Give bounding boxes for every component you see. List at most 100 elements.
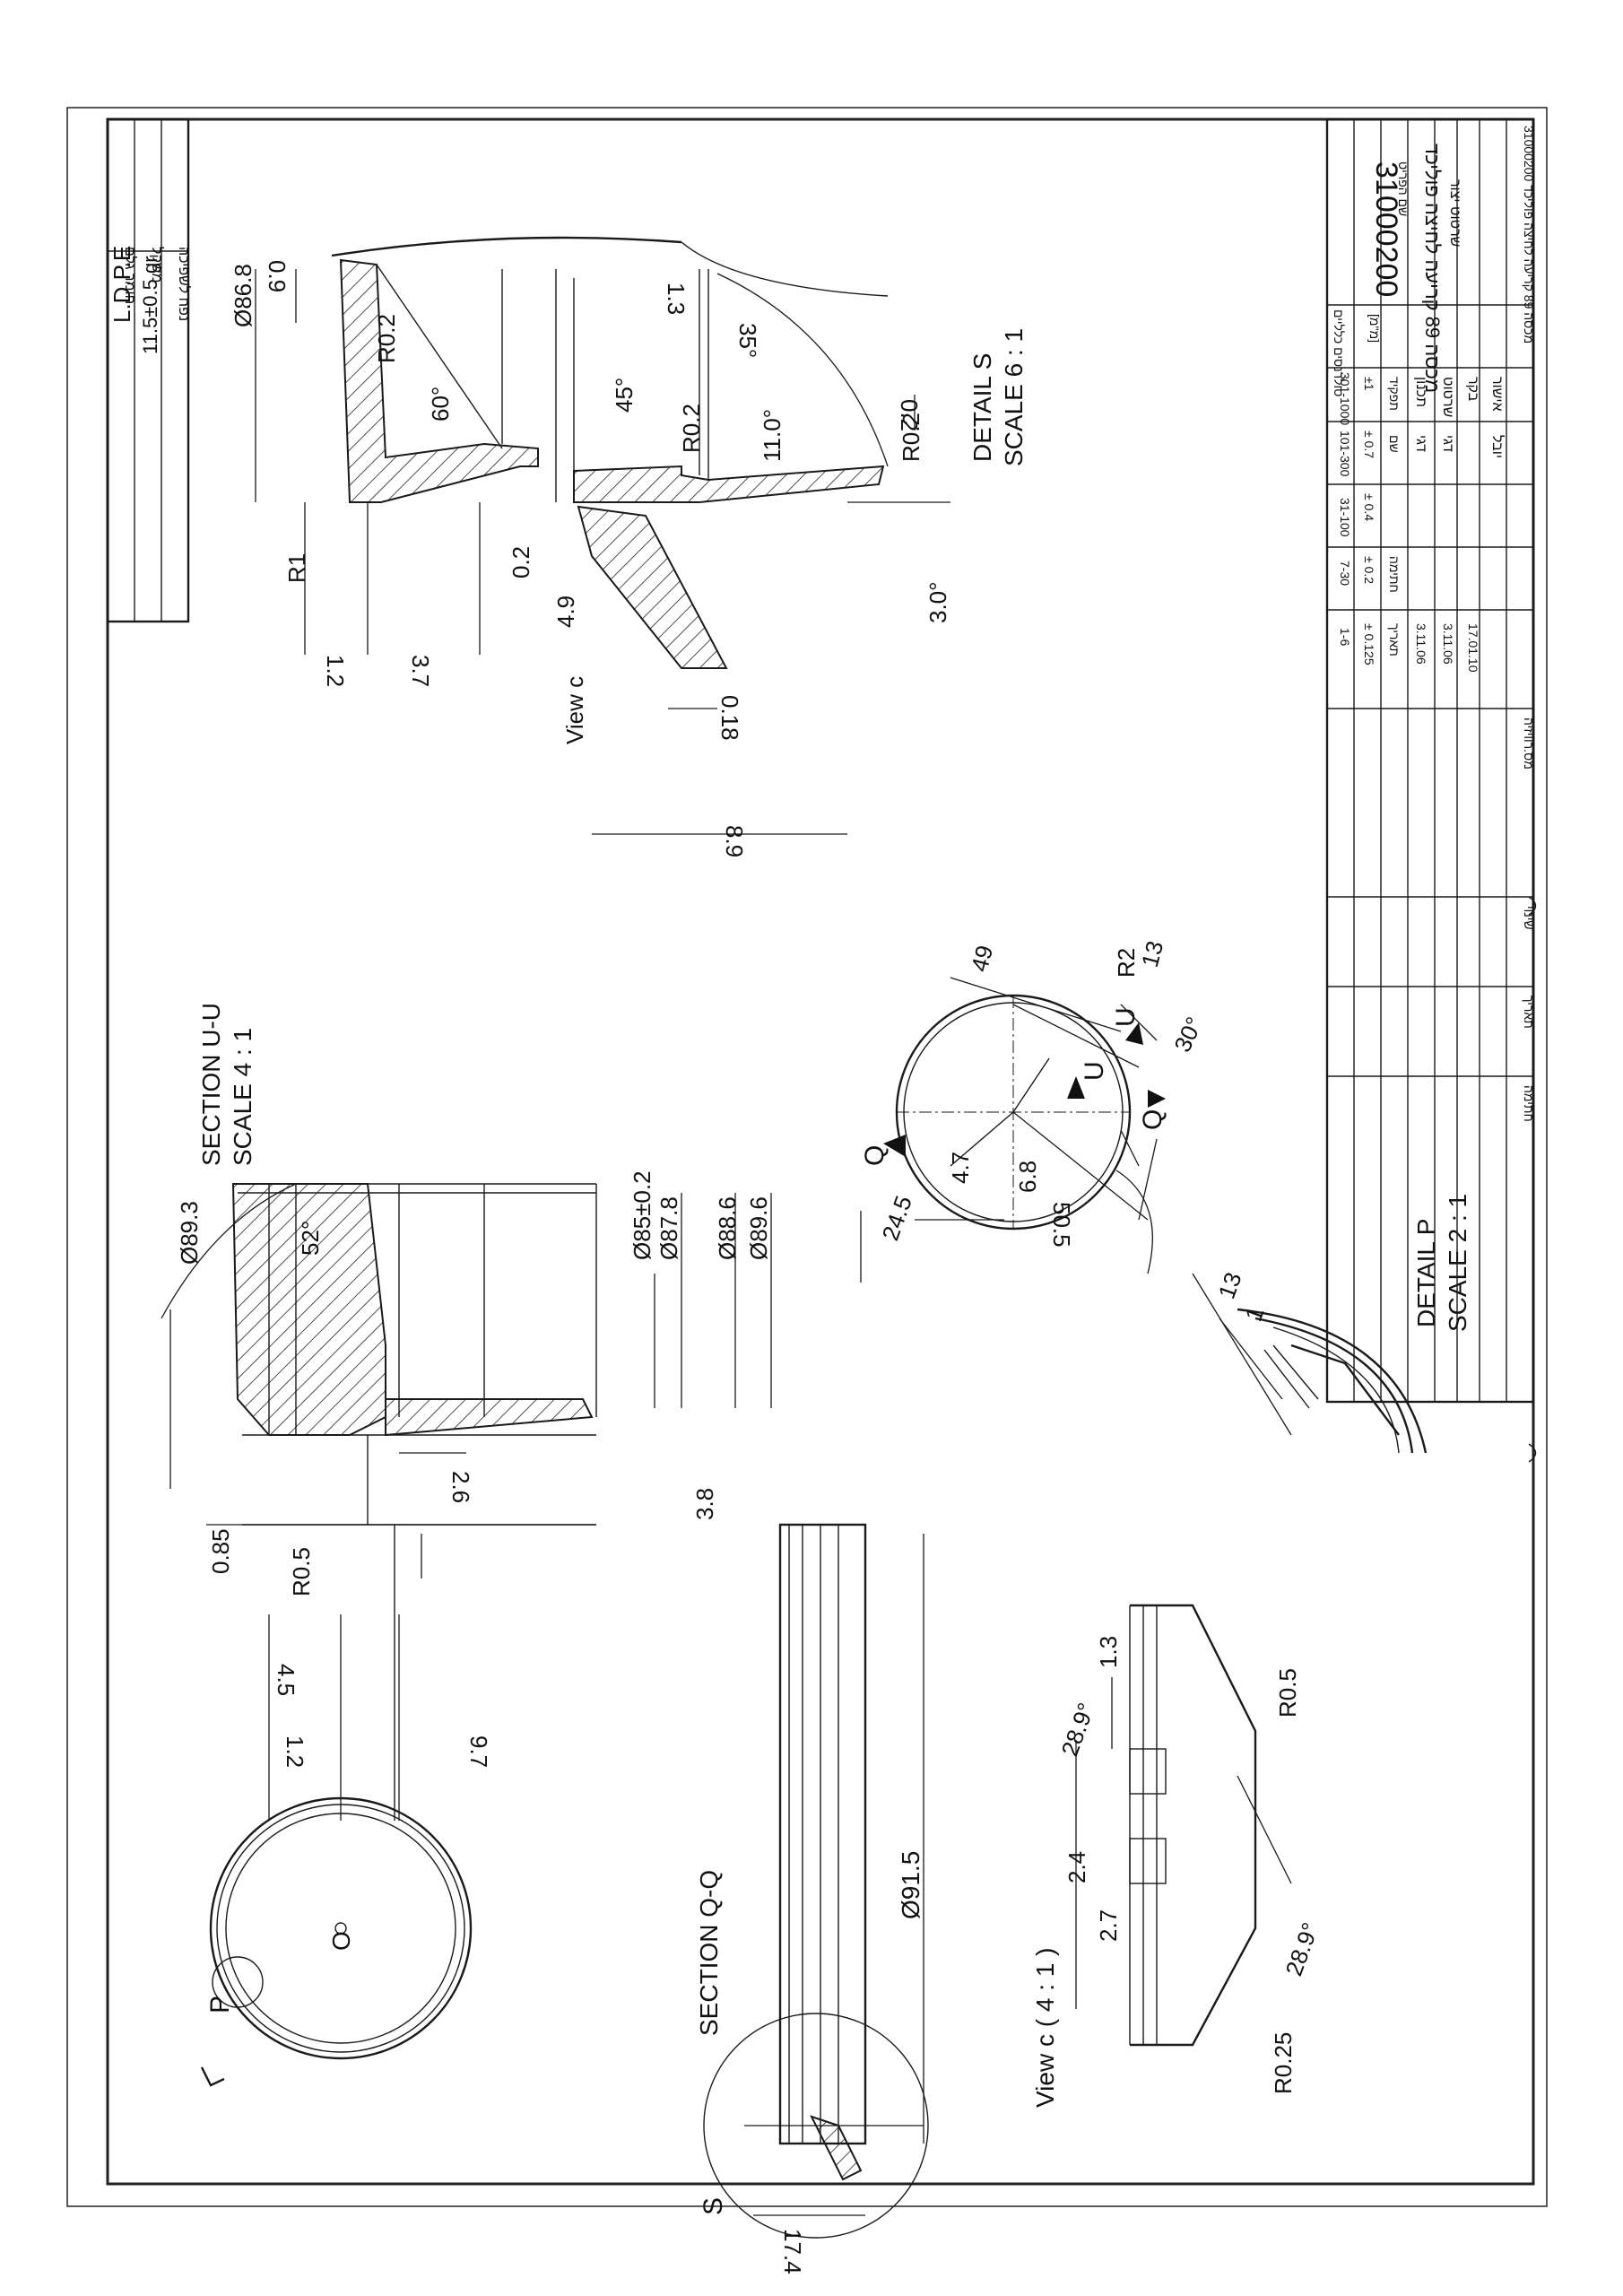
row-0-role: תכנון: [1413, 377, 1428, 407]
dim-8-9: 8.9: [721, 825, 748, 857]
dim-d89-3: Ø89.3: [176, 1201, 203, 1265]
row-3-role: אישור: [1489, 377, 1505, 412]
volume-label: נפח לשפיכה: [176, 247, 192, 321]
header-role: תפקיד: [1387, 377, 1402, 411]
drawing-name: שרטוט יצור: [1447, 179, 1462, 247]
dim-0-18: 0.18: [716, 695, 743, 741]
dim-r0-5-c: R0.5: [1274, 1668, 1301, 1718]
dim-a30: 30°: [1168, 1013, 1208, 1056]
detail-s-view: Ø86.8 0.9 R0.2 60° 45° R0.2 1.3 35° 11.0…: [230, 236, 1028, 857]
tolerance-unit: [מ"מ]: [1367, 314, 1382, 343]
tol-value-0: ± 0.125: [1362, 623, 1376, 665]
detail-s-title: DETAIL S: [968, 353, 996, 462]
dim-0-9: 0.9: [264, 260, 291, 292]
dim-r1: R1: [283, 553, 310, 583]
row-1-date: 3.11.06: [1441, 623, 1455, 665]
section-uu-title: SECTION U-U: [197, 1003, 225, 1166]
tol-range-1: 7-30: [1338, 561, 1352, 586]
rev-header-date: תאריך: [1522, 996, 1536, 1029]
detail-p-view: DETAIL P SCALE 2 : 1 13 1: [1192, 1194, 1471, 1454]
detail-s-callout: S: [699, 2197, 728, 2215]
dim-a3: 3.0°: [924, 581, 951, 623]
dim-6-8: 6.8: [1014, 1161, 1041, 1193]
dim-24-5: 24.5: [876, 1192, 917, 1244]
dim-1-2: 1.2: [322, 655, 349, 687]
section-qq-title: SECTION Q-Q: [695, 1870, 723, 2036]
row-2-date: 17.01.10: [1466, 623, 1480, 673]
tol-range-4: 301-1000: [1338, 372, 1352, 425]
tol-value-4: ±1: [1362, 377, 1376, 391]
section-mark-q-top: Q: [860, 1145, 890, 1166]
material-label: חומר גלם: [122, 247, 138, 304]
dim-0-85: 0.85: [207, 1528, 234, 1574]
dim-r0-25: R0.25: [1270, 2032, 1297, 2094]
dim-1-3: 1.3: [663, 283, 690, 315]
dim-r0-5: R0.5: [288, 1547, 315, 1596]
section-mark-u-2: U: [1111, 1007, 1141, 1027]
tol-value-1: ± 0.2: [1362, 556, 1376, 584]
section-uu-scale: SCALE 4 : 1: [229, 1028, 256, 1166]
dim-4-5: 4.5: [273, 1664, 299, 1696]
dim-50-5: 50.5: [1048, 1202, 1075, 1248]
dim-1-p: 1: [1239, 1303, 1269, 1325]
row-1-name: דגי: [1440, 435, 1455, 452]
dim-a45: 45°: [611, 378, 638, 413]
dim-r2: R2: [1113, 948, 1140, 978]
row-2-role: בקר: [1465, 377, 1480, 402]
part-name: מכסה 89 קריעה לחיצה פוליכד: [1421, 144, 1444, 393]
view-c-callout: View c: [561, 676, 588, 744]
dim-0-2b: 0.2: [896, 399, 923, 431]
dim-d87-8: Ø87.8: [655, 1196, 682, 1260]
top-view: 49 R2 13 30° 24.5 4.7 6.8 50.5 Q Q U U: [860, 938, 1208, 1283]
project-line: 31000200 מכסה 89 קריעה לחיצה פוליכד: [1522, 126, 1536, 344]
dim-9-7: 9.7: [465, 1735, 492, 1768]
material-box: חומר גלם משקל נפח לשפיכה L.D.P.E 11.5±0.…: [106, 117, 192, 623]
dim-r0-2c: R0.2: [898, 413, 924, 462]
dim-49: 49: [966, 943, 998, 975]
dim-1-3-c: 1.3: [1095, 1636, 1122, 1668]
dim-d89-6: Ø89.6: [745, 1196, 772, 1260]
dim-a35: 35°: [734, 323, 761, 358]
dim-2-4: 2.4: [1063, 1851, 1090, 1883]
dim-2-7: 2.7: [1095, 1909, 1122, 1942]
plan-label-p: P: [205, 1996, 235, 2013]
dim-d86-8: Ø86.8: [230, 264, 256, 327]
view-c-view: View c ( 4 : 1 ) 28.9° 1.3 R0.5 2.4 2.7 …: [1031, 1604, 1324, 2108]
tol-value-2: ± 0.4: [1362, 493, 1376, 521]
name-label: שם הפריט: [1396, 161, 1410, 216]
tolerance-heading: טולרנסים כלליים: [1332, 309, 1346, 396]
dim-a52: 52°: [297, 1221, 324, 1256]
row-0-date: 3.11.06: [1414, 623, 1428, 665]
dim-a11: 11.0°: [759, 409, 785, 462]
dim-13: 13: [1136, 938, 1168, 970]
plan-view: P O: [200, 1796, 473, 2087]
section-mark-q-bottom: Q: [1138, 1109, 1167, 1130]
header-signature: חתימה: [1387, 556, 1402, 593]
dim-d88-6: Ø88.6: [714, 1196, 741, 1260]
outer-border: [66, 107, 1548, 2207]
dim-3-7: 3.7: [407, 655, 434, 687]
tol-range-2: 31-100: [1338, 498, 1352, 537]
dim-d85: Ø85±0.2: [629, 1170, 655, 1260]
dim-d91-5: Ø91.5: [897, 1851, 924, 1919]
dim-1-2-uu: 1.2: [282, 1735, 308, 1768]
section-qq-view: SECTION Q-Q Ø91.5 17.4 S: [695, 1523, 929, 2274]
dim-a28-9a: 28.9°: [1055, 1699, 1099, 1760]
row-1-role: שרטוט: [1440, 377, 1455, 417]
dim-4-9: 4.9: [552, 596, 579, 628]
dim-2-6: 2.6: [447, 1471, 474, 1503]
dim-13-p: 13: [1212, 1269, 1246, 1302]
row-0-name: דגי: [1413, 435, 1428, 452]
rev-header-revision: מס.רוויזיה: [1522, 718, 1536, 770]
weight-value: 11.5±0.5 gr: [139, 256, 161, 354]
dim-0-2: 0.2: [508, 546, 534, 578]
header-date: תאריך: [1387, 623, 1402, 657]
dim-a60: 60°: [427, 387, 454, 422]
tol-range-0: 1-6: [1338, 628, 1352, 646]
dim-r0-2a: R0.2: [373, 314, 400, 363]
detail-p-title: DETAIL P: [1412, 1219, 1440, 1327]
rev-header-signature: חתימה: [1522, 1085, 1536, 1122]
weight-label: משקל: [149, 247, 165, 283]
tol-range-3: 101-300: [1338, 430, 1352, 477]
